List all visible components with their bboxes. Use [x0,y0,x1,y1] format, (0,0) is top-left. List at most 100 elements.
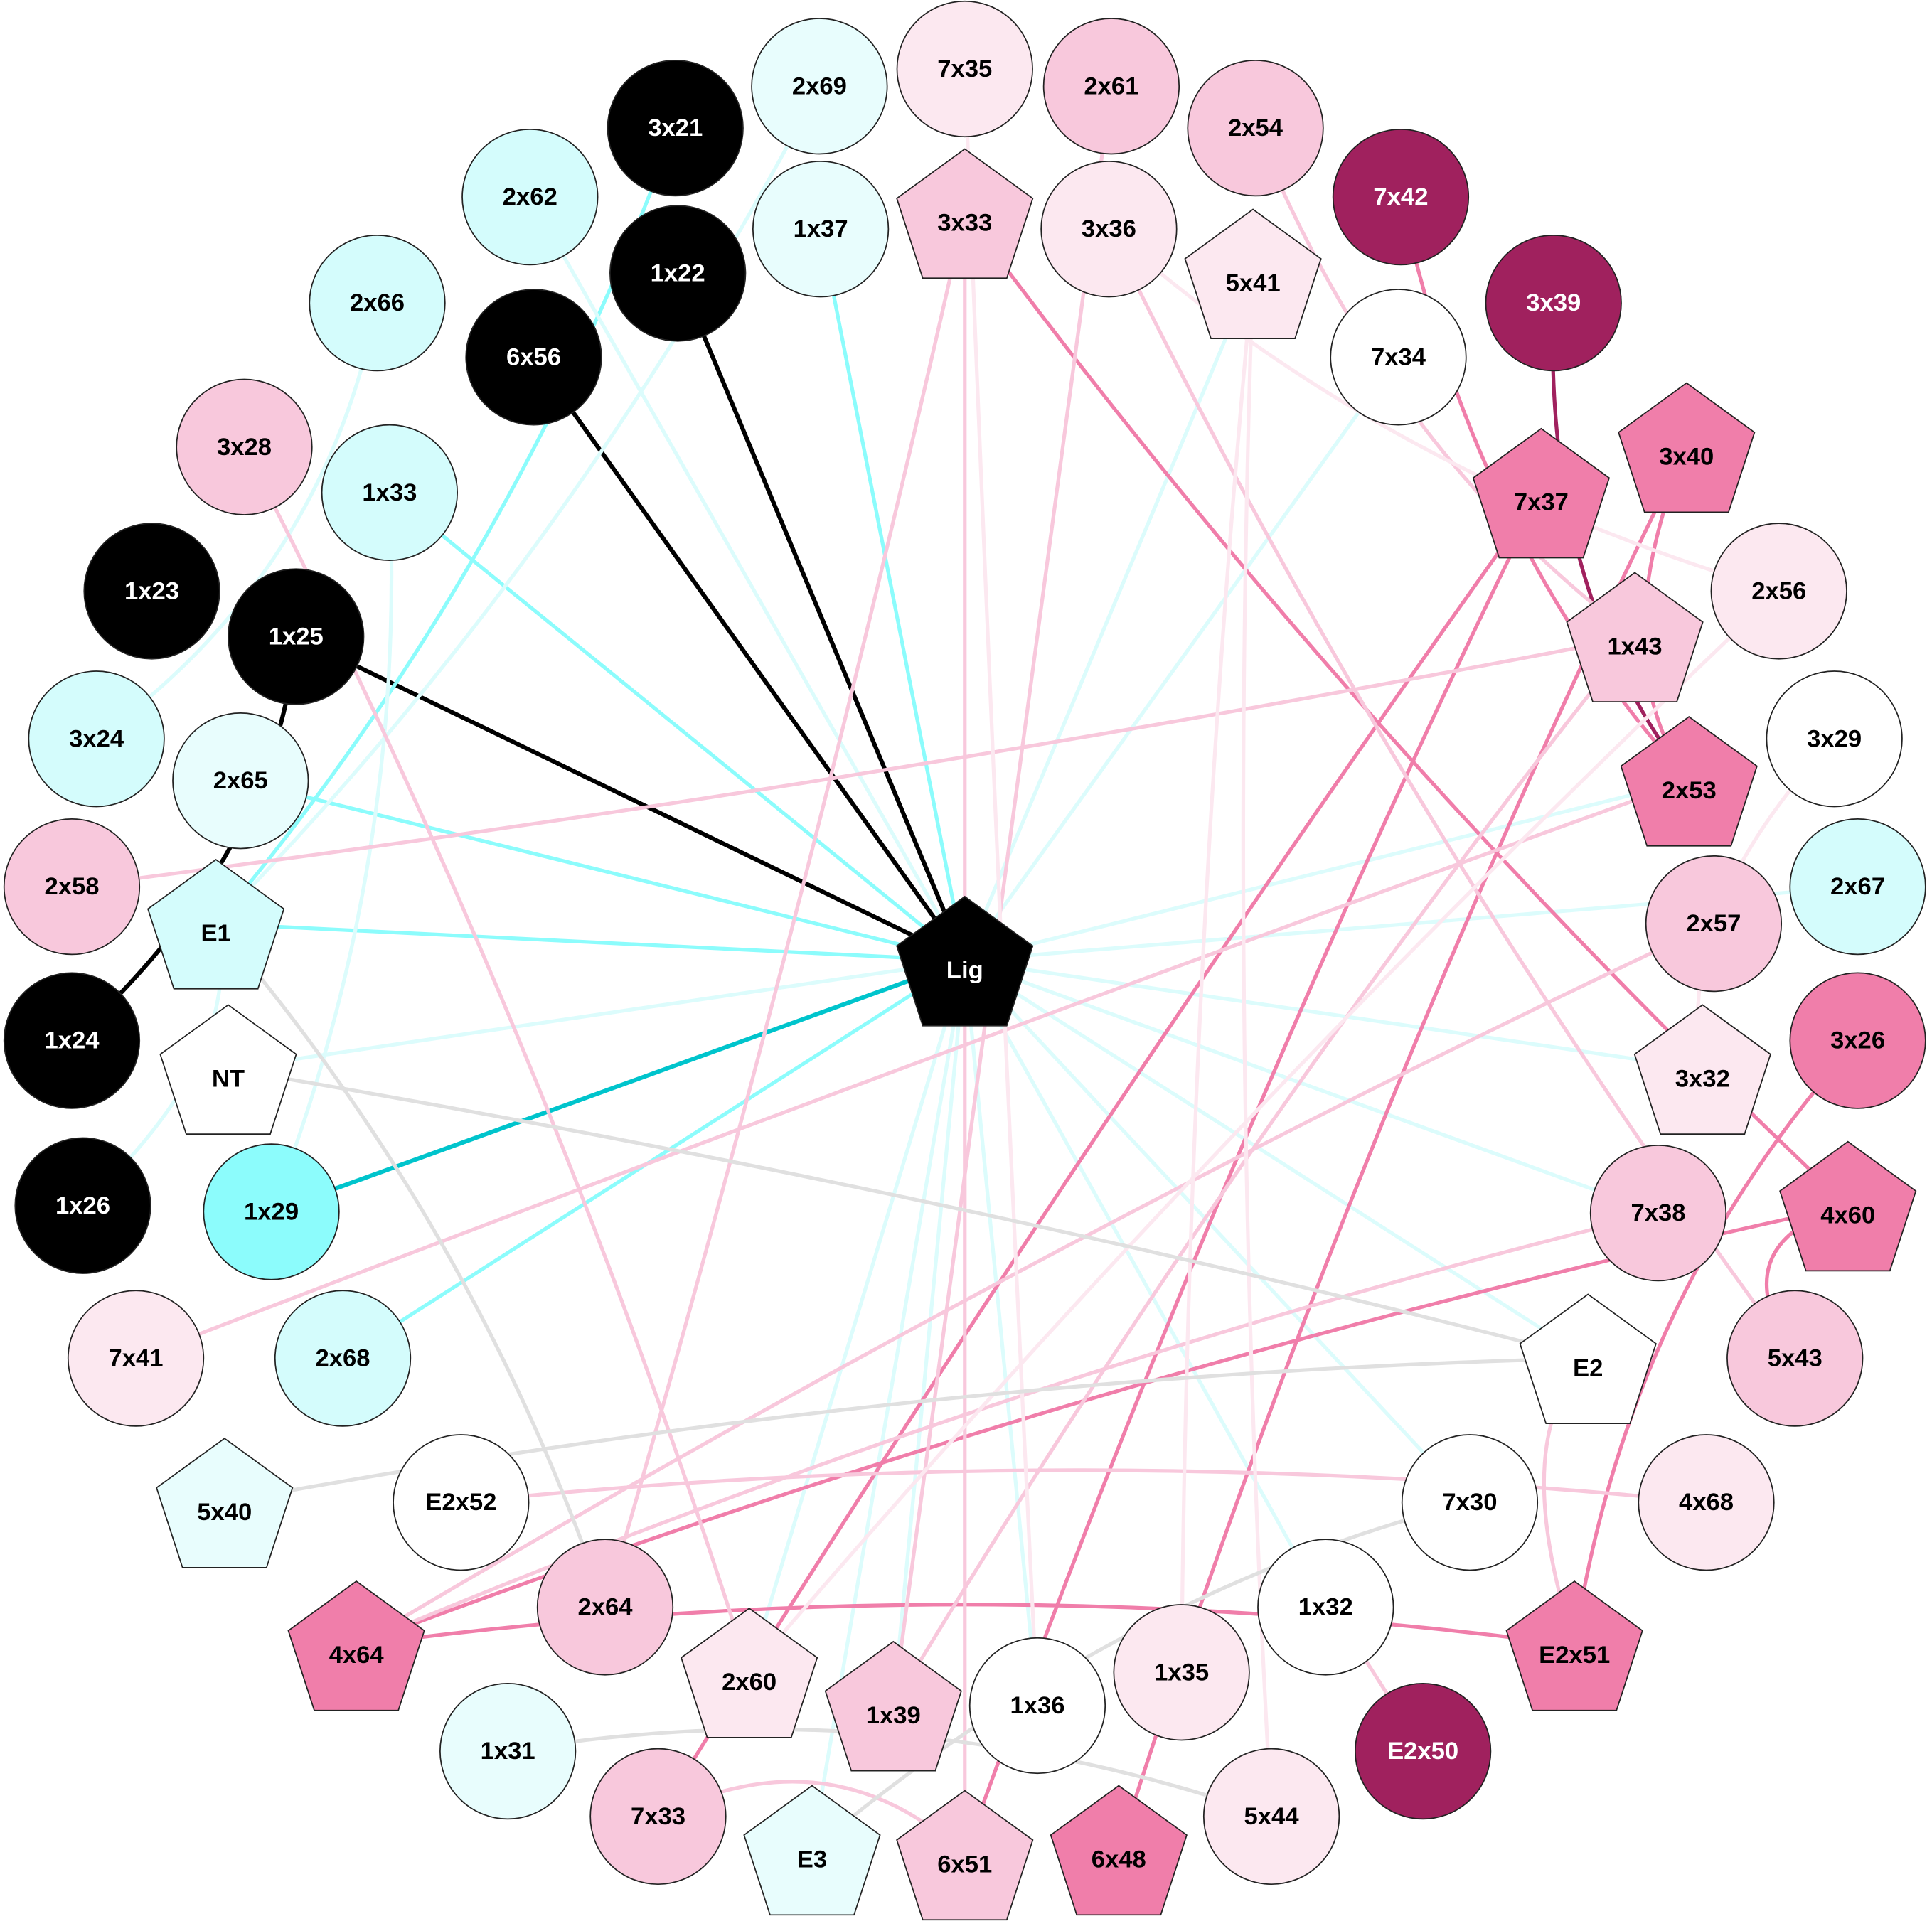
node-NT[interactable]: NT [159,1004,297,1135]
node-3x40[interactable]: 3x40 [1618,382,1756,513]
edge-Lig-2x60 [747,960,967,1674]
node-5x43[interactable]: 5x43 [1726,1290,1864,1427]
node-1x25[interactable]: 1x25 [228,568,365,705]
node-5x40[interactable]: 5x40 [156,1438,294,1568]
node-label: 1x22 [651,260,705,287]
node-label: 6x56 [506,343,561,370]
node-circle [1042,18,1180,155]
node-pentagon [1519,1293,1657,1425]
node-4x64[interactable]: 4x64 [287,1580,425,1711]
node-3x39[interactable]: 3x39 [1485,234,1622,372]
node-6x48[interactable]: 6x48 [1050,1785,1188,1916]
node-circle [3,818,141,956]
node-2x56[interactable]: 2x56 [1710,523,1847,660]
node-1x43[interactable]: 1x43 [1566,572,1704,703]
node-4x68[interactable]: 4x68 [1638,1434,1775,1571]
node-Lig[interactable]: Lig [896,895,1034,1027]
node-7x38[interactable]: 7x38 [1589,1145,1727,1282]
edge-Lig-1x39 [891,960,967,1706]
node-circle [1789,972,1926,1109]
node-E1[interactable]: E1 [146,858,285,990]
node-label: 3x32 [1675,1065,1730,1092]
node-1x33[interactable]: 1x33 [321,424,458,561]
node-circle [896,0,1033,138]
node-2x61[interactable]: 2x61 [1042,18,1180,155]
node-5x44[interactable]: 5x44 [1202,1748,1340,1885]
node-pentagon [287,1580,425,1711]
node-2x68[interactable]: 2x68 [274,1290,412,1427]
node-1x37[interactable]: 1x37 [752,161,890,298]
node-3x32[interactable]: 3x32 [1633,1004,1771,1135]
node-E3[interactable]: E3 [743,1785,881,1916]
node-label: 3x24 [69,725,124,752]
node-6x51[interactable]: 6x51 [896,1790,1034,1921]
node-1x39[interactable]: 1x39 [824,1640,962,1772]
node-label: 7x34 [1371,343,1426,370]
node-2x64[interactable]: 2x64 [536,1539,674,1676]
node-2x67[interactable]: 2x67 [1789,818,1926,956]
node-pentagon [1620,716,1758,847]
node-2x69[interactable]: 2x69 [751,18,888,155]
node-7x41[interactable]: 7x41 [67,1290,205,1427]
node-7x34[interactable]: 7x34 [1330,289,1467,426]
node-pentagon [159,1004,297,1135]
node-pentagon [896,148,1034,279]
node-label: 1x25 [269,624,324,651]
node-3x33[interactable]: 3x33 [896,148,1034,279]
node-3x28[interactable]: 3x28 [176,378,313,515]
node-label: 6x48 [1092,1846,1146,1873]
node-7x33[interactable]: 7x33 [589,1748,727,1885]
node-2x65[interactable]: 2x65 [172,712,309,850]
node-1x23[interactable]: 1x23 [83,523,220,660]
node-label: 1x26 [55,1192,110,1219]
node-pentagon [146,858,285,990]
node-label: 5x40 [197,1499,252,1526]
node-2x62[interactable]: 2x62 [461,129,599,266]
node-circle [607,60,744,197]
node-E2x52[interactable]: E2x52 [393,1434,530,1571]
node-3x36[interactable]: 3x36 [1040,161,1178,298]
node-label: 2x64 [577,1593,633,1620]
node-5x41[interactable]: 5x41 [1184,208,1322,340]
node-label: 2x53 [1662,777,1717,804]
node-7x30[interactable]: 7x30 [1401,1434,1539,1571]
node-2x58[interactable]: 2x58 [3,818,141,956]
node-label: 3x29 [1807,725,1862,752]
node-1x22[interactable]: 1x22 [609,205,747,342]
node-label: E3 [797,1846,827,1873]
node-1x35[interactable]: 1x35 [1113,1604,1250,1741]
node-circle [176,378,313,515]
node-circle [1645,855,1783,993]
node-3x29[interactable]: 3x29 [1766,670,1903,808]
node-circle [321,424,458,561]
node-label: 3x33 [937,210,992,237]
node-E2x50[interactable]: E2x50 [1354,1682,1492,1820]
node-1x26[interactable]: 1x26 [14,1137,151,1274]
node-3x21[interactable]: 3x21 [607,60,744,197]
node-3x24[interactable]: 3x24 [28,670,165,808]
node-1x24[interactable]: 1x24 [3,972,141,1109]
node-1x31[interactable]: 1x31 [439,1682,577,1820]
node-pentagon [1472,427,1611,559]
node-2x53[interactable]: 2x53 [1620,716,1758,847]
node-circle [3,972,141,1109]
node-E2[interactable]: E2 [1519,1293,1657,1425]
node-2x60[interactable]: 2x60 [681,1608,818,1738]
node-6x56[interactable]: 6x56 [465,289,602,426]
node-7x35[interactable]: 7x35 [896,0,1033,138]
node-circle [1332,129,1470,266]
node-1x32[interactable]: 1x32 [1257,1539,1394,1676]
node-pentagon [1184,208,1322,340]
node-2x57[interactable]: 2x57 [1645,855,1783,993]
node-circle [1710,523,1847,660]
node-3x26[interactable]: 3x26 [1789,972,1926,1109]
node-1x36[interactable]: 1x36 [968,1637,1106,1775]
node-7x37[interactable]: 7x37 [1472,427,1611,559]
node-4x60[interactable]: 4x60 [1779,1140,1917,1272]
node-label: 7x42 [1373,183,1428,210]
node-2x66[interactable]: 2x66 [309,234,446,372]
node-7x42[interactable]: 7x42 [1332,129,1470,266]
node-E2x51[interactable]: E2x51 [1505,1580,1643,1711]
node-2x54[interactable]: 2x54 [1187,60,1324,197]
node-1x29[interactable]: 1x29 [203,1143,340,1280]
